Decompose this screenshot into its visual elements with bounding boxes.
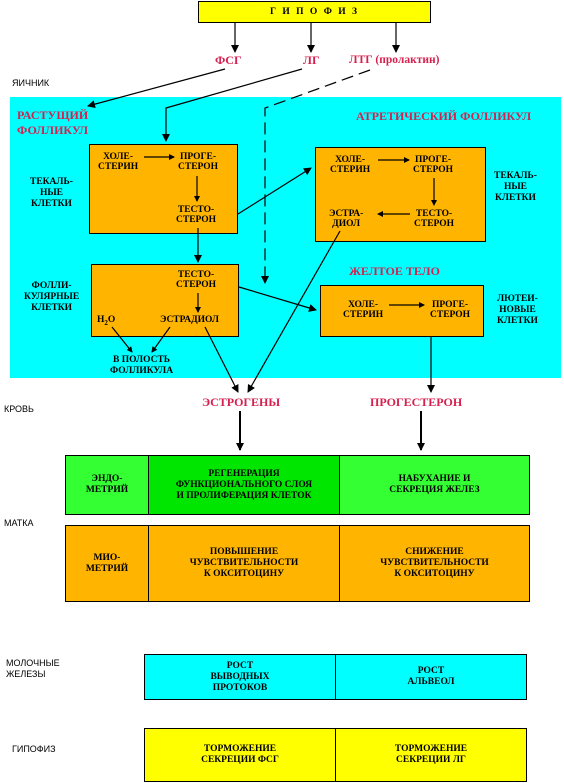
label-uterus: МАТКА <box>4 518 34 528</box>
box1-cholesterol: ХОЛЕ- СТЕРИН <box>98 152 139 172</box>
arrow-estradiol-cavity <box>151 326 171 353</box>
arrow-follicular-to-luteum <box>238 286 317 312</box>
theca-box-growing <box>89 144 238 234</box>
theca-cells-right-label: ТЕКАЛЬ- НЫЕ КЛЕТКИ <box>494 171 537 203</box>
hormone-ltg: ЛТГ (пролактин) <box>349 54 440 66</box>
arrow-growing-to-atretic <box>237 167 312 215</box>
myometrium-label-cell: МИО- МЕТРИЙ <box>65 525 149 602</box>
corpus-luteum-title: ЖЕЛТОЕ ТЕЛО <box>349 264 440 278</box>
water-h: Н <box>97 315 105 325</box>
arrow-lh-theca <box>162 68 303 142</box>
water-o: О <box>107 315 116 325</box>
follicular-box <box>91 264 239 337</box>
pituitary-box: Г И П О Ф И З <box>198 1 431 23</box>
luteal-cells-label: ЛЮТЕИ- НОВЫЕ КЛЕТКИ <box>497 294 538 326</box>
into-cavity-label: В ПОЛОСТЬ ФОЛЛИКУЛА <box>110 355 174 376</box>
endometrium-estrogen-effect: РЕГЕНЕРАЦИЯ ФУНКЦИОНАЛЬНОГО СЛОЯ И ПРОЛИ… <box>175 468 313 501</box>
endometrium-label-cell: ЭНДО- МЕТРИЙ <box>65 455 149 515</box>
hormone-lh: ЛГ <box>303 53 320 67</box>
pituitary-estrogen-cell: ТОРМОЖЕНИЕ СЕКРЕЦИИ ФСГ <box>144 728 336 782</box>
label-ovary: ЯИЧНИК <box>12 78 50 88</box>
myometrium-estrogen-effect: ПОВЫШЕНИЕ ЧУВСТВИТЕЛЬНОСТИ К ОКСИТОЦИНУ <box>189 547 299 579</box>
pituitary-progesterone-cell: ТОРМОЖЕНИЕ СЕКРЕЦИИ ЛГ <box>335 728 527 782</box>
theca-box-atretic <box>315 147 486 242</box>
mammary-progesterone-cell: РОСТ АЛЬВЕОЛ <box>335 654 527 700</box>
myometrium-progesterone-cell: СНИЖЕНИЕ ЧУВСТВИТЕЛЬНОСТИ К ОКСИТОЦИНУ <box>339 525 530 602</box>
box1-testosterone: ТЕСТО- СТЕРОН <box>176 205 217 225</box>
theca-cells-label: ТЕКАЛЬ- НЫЕ КЛЕТКИ <box>30 177 73 209</box>
box3-cholesterol: ХОЛЕ- СТЕРИН <box>330 155 371 175</box>
hormone-fsh: ФСГ <box>215 53 242 67</box>
mammary-progesterone-effect: РОСТ АЛЬВЕОЛ <box>407 666 455 687</box>
box2-estradiol: ЭСТРАДИОЛ <box>160 315 220 325</box>
water-sub: 2 <box>104 318 108 327</box>
box3-estradiol: ЭСТРА- ДИОЛ <box>329 209 364 229</box>
atretic-follicle-title: АТРЕТИЧЕСКИЙ ФОЛЛИКУЛ <box>356 109 532 123</box>
pituitary-estrogen-effect: ТОРМОЖЕНИЕ СЕКРЕЦИИ ФСГ <box>201 744 279 765</box>
label-blood: КРОВЬ <box>4 404 34 414</box>
myometrium-progesterone-effect: СНИЖЕНИЕ ЧУВСТВИТЕЛЬНОСТИ К ОКСИТОЦИНУ <box>380 547 489 579</box>
label-pituitary: ГИПОФИЗ <box>12 744 56 754</box>
arrow-water-cavity <box>111 326 133 353</box>
arrow-fsh-follicle <box>87 68 226 109</box>
pituitary-progesterone-effect: ТОРМОЖЕНИЕ СЕКРЕЦИИ ЛГ <box>394 744 468 765</box>
mammary-estrogen-cell: РОСТ ВЫВОДНЫХ ПРОТОКОВ <box>144 654 336 700</box>
blood-estrogens: ЭСТРОГЕНЫ <box>202 395 281 409</box>
growing-follicle-title: РАСТУЩИЙ ФОЛЛИКУЛ <box>17 108 89 137</box>
box3-testosterone: ТЕСТО- СТЕРОН <box>414 209 455 229</box>
arrow-estradiol-estrogens <box>204 326 239 393</box>
endometrium-estrogen-cell: РЕГЕНЕРАЦИЯ ФУНКЦИОНАЛЬНОГО СЛОЯ И ПРОЛИ… <box>148 455 340 515</box>
box1-progesterone: ПРОГЕ- СТЕРОН <box>178 152 219 172</box>
myometrium-label: МИО- МЕТРИЙ <box>85 552 129 574</box>
box3-progesterone: ПРОГЕ- СТЕРОН <box>413 155 454 175</box>
mammary-estrogen-effect: РОСТ ВЫВОДНЫХ ПРОТОКОВ <box>210 660 270 693</box>
box4-progesterone: ПРОГЕ- СТЕРОН <box>430 300 471 320</box>
endometrium-label: ЭНДО- МЕТРИЙ <box>85 474 129 495</box>
endometrium-progesterone-effect: НАБУХАНИЕ И СЕКРЕЦИЯ ЖЕЛЕЗ <box>389 474 480 495</box>
blood-progesterone: ПРОГЕСТЕРОН <box>370 395 463 409</box>
label-mammary: МОЛОЧНЫЕ ЖЕЛЕЗЫ <box>6 658 60 679</box>
follicular-cells-label: ФОЛЛИ- КУЛЯРНЫЕ КЛЕТКИ <box>24 281 80 313</box>
luteal-box <box>320 285 484 337</box>
arrow-atretic-estrogens <box>247 230 341 393</box>
box2-testosterone: ТЕСТО- СТЕРОН <box>176 270 217 290</box>
myometrium-estrogen-cell: ПОВЫШЕНИЕ ЧУВСТВИТЕЛЬНОСТИ К ОКСИТОЦИНУ <box>148 525 340 602</box>
endometrium-progesterone-cell: НАБУХАНИЕ И СЕКРЕЦИЯ ЖЕЛЕЗ <box>339 455 530 515</box>
box4-cholesterol: ХОЛЕ- СТЕРИН <box>343 300 384 320</box>
pituitary-title: Г И П О Ф И З <box>269 6 360 17</box>
arrow-ltg-luteum <box>261 69 371 284</box>
box2-water: Н2О <box>97 315 115 328</box>
